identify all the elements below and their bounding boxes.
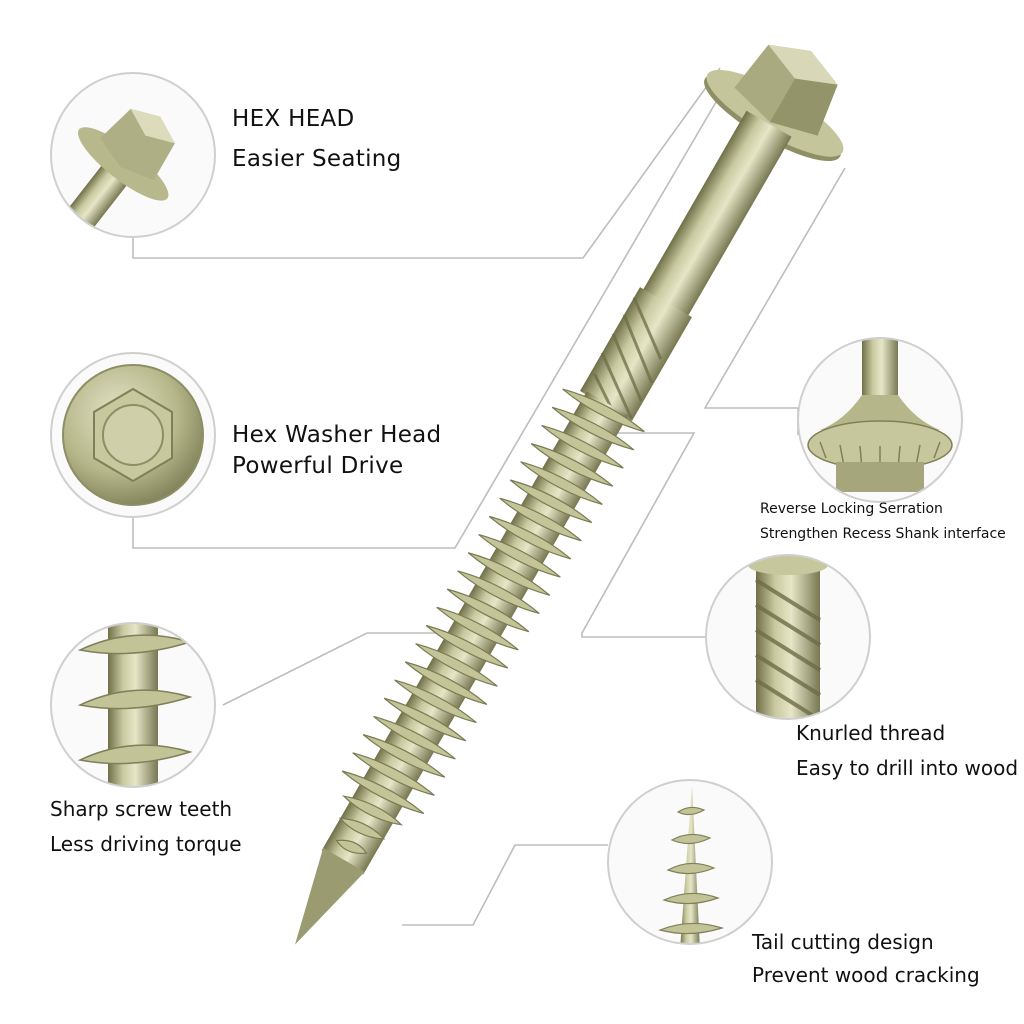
hex-washer-head-title: Hex Washer Head (232, 422, 442, 448)
thread-flight (383, 697, 467, 742)
thread-flight (530, 443, 614, 487)
thread-flight (341, 795, 404, 826)
thread-flight (425, 624, 509, 669)
thread-flight (520, 461, 603, 505)
hex-washer-head-subtitle: Powerful Drive (232, 453, 404, 479)
thread-flight (467, 552, 551, 596)
thread-flight (446, 588, 530, 633)
detail-sharp-teeth (50, 622, 216, 788)
thread-flight (436, 606, 519, 651)
hex-head-subtitle: Easier Seating (232, 146, 402, 172)
knurled-subtitle: Easy to drill into wood (796, 756, 1019, 780)
detail-serration (797, 337, 963, 503)
detail-tail (607, 779, 773, 945)
screw-threads (335, 388, 645, 855)
thread-flight (338, 817, 386, 840)
thread-flight (509, 479, 593, 524)
thread-flight (362, 734, 446, 778)
knurled-title: Knurled thread (796, 721, 946, 745)
thread-flight (499, 497, 582, 542)
thread-flight (335, 839, 368, 855)
thread-flight (394, 679, 477, 724)
thread-flight (341, 770, 425, 815)
thread-flight (478, 533, 561, 578)
thread-flight (404, 661, 488, 705)
sharp-teeth-subtitle: Less driving torque (50, 832, 242, 856)
thread-flight (352, 752, 435, 796)
detail-hex-head (50, 72, 216, 238)
thread-flight (415, 643, 498, 687)
serration-subtitle: Strengthen Recess Shank interface (760, 526, 1006, 542)
thread-flight (551, 406, 635, 451)
thread-flight (457, 570, 540, 615)
hex-head-title: HEX HEAD (232, 106, 355, 132)
tail-title: Tail cutting design (752, 930, 934, 954)
serration-title: Reverse Locking Serration (760, 501, 943, 517)
thread-flight (562, 388, 645, 433)
thread-flight (373, 715, 456, 760)
sharp-teeth-title: Sharp screw teeth (50, 797, 233, 821)
thread-flight (488, 515, 572, 560)
thread-flight (541, 424, 624, 469)
tail-subtitle: Prevent wood cracking (752, 963, 980, 987)
detail-knurled (705, 554, 871, 720)
detail-hex-washer-head (50, 352, 216, 518)
